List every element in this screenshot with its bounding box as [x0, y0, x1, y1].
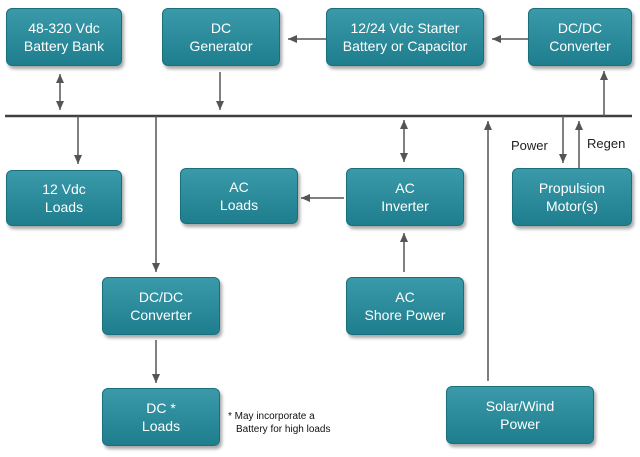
ac-inverter-line1: AC [395, 180, 415, 196]
solar-wind-line1: Solar/Wind [485, 398, 555, 414]
footnote-line1: * May incorporate a [228, 411, 315, 422]
dcdc-converter-top-box: DC/DC Converter [528, 8, 632, 66]
dc-loads-box: DC * Loads [102, 388, 220, 446]
dcdc-converter-bottom-line1: DC/DC [138, 289, 184, 305]
solar-wind-line2: Power [500, 416, 540, 432]
starter-battery-line2: Battery or Capacitor [342, 38, 468, 54]
ac-loads-box: AC Loads [180, 168, 298, 224]
solar-wind-box: Solar/Wind Power [446, 386, 594, 444]
ac-shore-power-line1: AC [395, 289, 415, 305]
power-label: Power [511, 138, 548, 153]
ac-loads-line2: Loads [219, 197, 259, 213]
ac-loads-line1: AC [229, 179, 249, 195]
battery-bank-box: 48-320 Vdc Battery Bank [6, 8, 122, 66]
propulsion-motor-line1: Propulsion [538, 180, 606, 196]
ac-inverter-box: AC Inverter [346, 168, 464, 226]
propulsion-motor-line2: Motor(s) [545, 198, 599, 214]
regen-label: Regen [587, 136, 626, 151]
starter-battery-box: 12/24 Vdc Starter Battery or Capacitor [326, 8, 484, 66]
dcdc-converter-bottom-box: DC/DC Converter [102, 277, 220, 335]
ac-shore-power-box: AC Shore Power [346, 277, 464, 335]
dcdc-converter-bottom-line2: Converter [130, 307, 192, 323]
battery-bank-line1: 48-320 Vdc [28, 20, 100, 36]
loads-12vdc-box: 12 Vdc Loads [6, 170, 122, 226]
dcdc-converter-top-line1: DC/DC [557, 20, 603, 36]
loads-12vdc-line1: 12 Vdc [42, 181, 86, 197]
propulsion-motor-box: Propulsion Motor(s) [512, 168, 632, 226]
ac-shore-power-line2: Shore Power [364, 307, 446, 323]
ac-inverter-line2: Inverter [381, 198, 429, 214]
footnote-line2: Battery for high loads [236, 424, 331, 435]
dc-generator-line2: Generator [189, 38, 253, 54]
starter-battery-line1: 12/24 Vdc Starter [350, 20, 460, 36]
dc-loads-footnote: * May incorporate a Battery for high loa… [228, 410, 331, 436]
dc-generator-box: DC Generator [162, 8, 280, 66]
dcdc-converter-top-line2: Converter [549, 38, 611, 54]
dc-loads-line2: Loads [141, 418, 181, 434]
loads-12vdc-line2: Loads [44, 199, 84, 215]
dc-loads-line1: DC * [146, 400, 176, 416]
dc-generator-line1: DC [210, 20, 232, 36]
battery-bank-line2: Battery Bank [23, 38, 105, 54]
